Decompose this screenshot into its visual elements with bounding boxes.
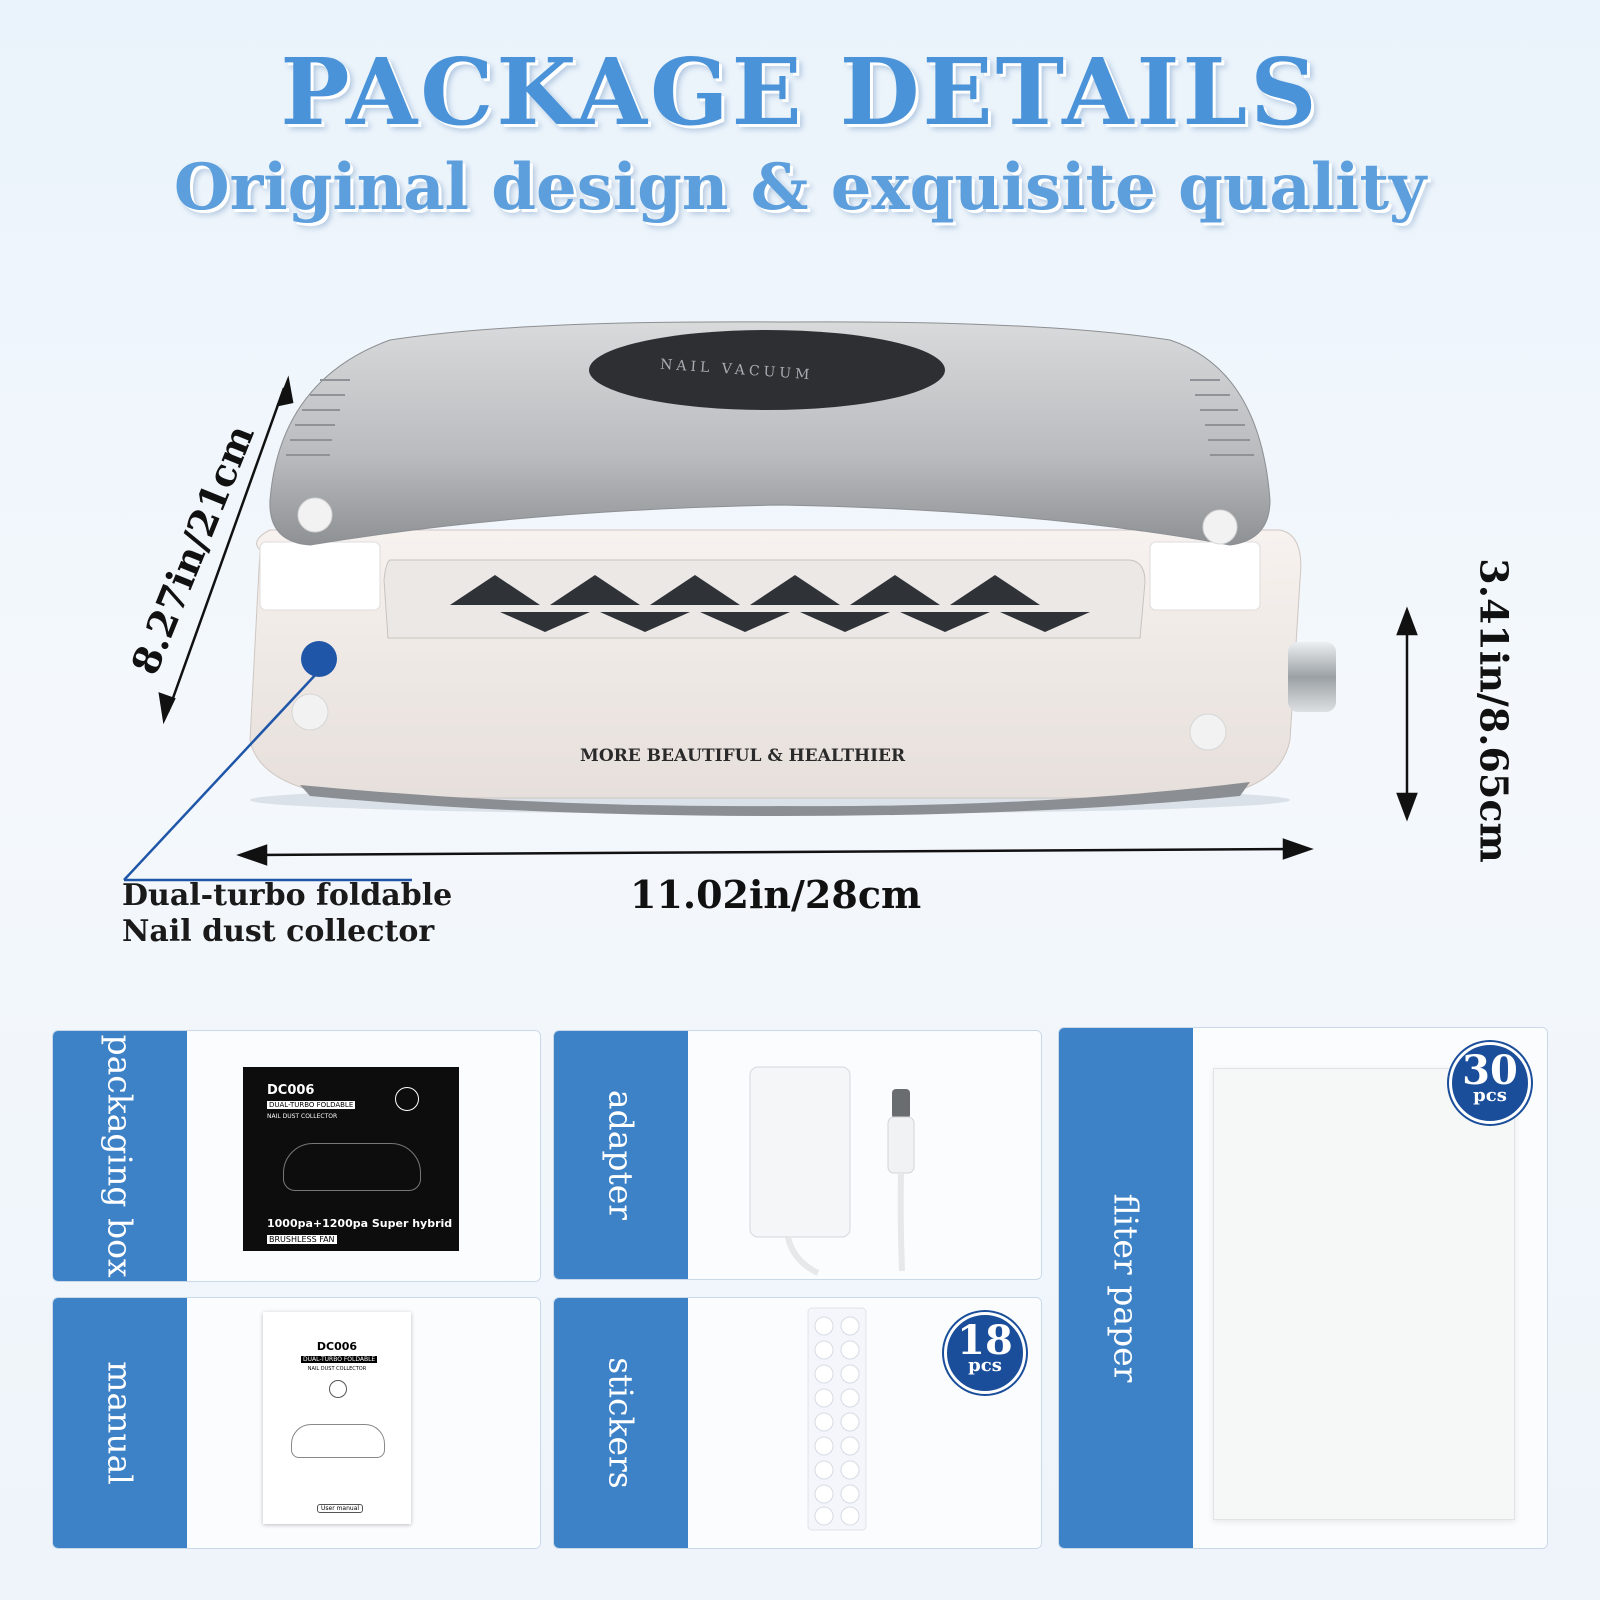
manual-image: DC006 DUAL-TURBO FOLDABLE NAIL DUST COLL… xyxy=(263,1312,411,1524)
item-label-band: adapter xyxy=(554,1031,688,1279)
callout-line-2: Nail dust collector xyxy=(122,914,435,949)
stickers-image xyxy=(807,1307,867,1531)
item-label-band: fliter paper xyxy=(1059,1028,1193,1548)
page-title: PACKAGE DETAILS xyxy=(280,38,1320,146)
item-label-band: manual xyxy=(53,1298,187,1548)
box-fan-text: BRUSHLESS FAN xyxy=(267,1235,337,1244)
device-front-slogan: MORE BEAUTIFUL & HEALTHIER xyxy=(580,746,906,766)
adapter-image xyxy=(749,1066,915,1276)
item-label: manual xyxy=(100,1361,140,1485)
item-card-adapter: adapter xyxy=(553,1030,1042,1280)
badge-count: 30 xyxy=(1462,1047,1518,1094)
item-label-band: stickers xyxy=(554,1298,688,1548)
product-callout: Dual-turbo foldable Nail dust collector xyxy=(122,878,452,950)
box-device-outline xyxy=(283,1143,421,1191)
packaging-box-photo: DC006 DUAL-TURBO FOLDABLE NAIL DUST COLL… xyxy=(187,1031,540,1281)
filter-paper-count-badge: 30 pcs xyxy=(1449,1042,1531,1124)
item-card-filter-paper: fliter paper 30 pcs xyxy=(1058,1027,1548,1549)
adapter-photo xyxy=(688,1031,1041,1279)
manual-photo: DC006 DUAL-TURBO FOLDABLE NAIL DUST COLL… xyxy=(187,1298,540,1548)
width-dimension-label: 11.02in/28cm xyxy=(630,872,922,917)
callout-line-1: Dual-turbo foldable xyxy=(122,878,453,913)
item-label: adapter xyxy=(601,1089,641,1221)
manual-line-1: DUAL-TURBO FOLDABLE xyxy=(301,1356,378,1363)
manual-footer-text: User manual xyxy=(317,1504,364,1513)
manual-line-2: NAIL DUST COLLECTOR xyxy=(307,1366,367,1372)
badge-unit: pcs xyxy=(968,1355,1002,1376)
packaging-box-image: DC006 DUAL-TURBO FOLDABLE NAIL DUST COLL… xyxy=(243,1067,459,1251)
filter-paper-photo: 30 pcs xyxy=(1193,1028,1547,1548)
item-card-packaging-box: packaging box DC006 DUAL-TURBO FOLDABLE … xyxy=(52,1030,541,1282)
box-model-text: DC006 xyxy=(267,1083,315,1098)
item-card-manual: manual DC006 DUAL-TURBO FOLDABLE NAIL DU… xyxy=(52,1297,541,1549)
item-label: packaging box xyxy=(100,1034,140,1278)
item-card-stickers: stickers 18 pcs xyxy=(553,1297,1042,1549)
stickers-count-badge: 18 pcs xyxy=(944,1312,1026,1394)
page-subtitle: Original design & exquisite quality xyxy=(173,150,1427,225)
filter-paper-image xyxy=(1213,1068,1515,1520)
manual-logo-icon xyxy=(329,1380,347,1398)
box-logo-icon xyxy=(395,1087,419,1111)
badge-count: 18 xyxy=(957,1317,1013,1364)
box-line-1: DUAL-TURBO FOLDABLE xyxy=(267,1101,356,1109)
height-dimension-label: 3.41in/8.65cm xyxy=(1471,558,1517,863)
stickers-photo: 18 pcs xyxy=(688,1298,1041,1548)
item-label: fliter paper xyxy=(1106,1193,1146,1383)
item-label: stickers xyxy=(601,1357,641,1489)
manual-model-text: DC006 xyxy=(316,1340,358,1353)
nail-vacuum-illustration xyxy=(249,321,1336,816)
item-label-band: packaging box xyxy=(53,1031,187,1281)
box-spec-text: 1000pa+1200pa Super hybrid xyxy=(267,1217,453,1230)
badge-unit: pcs xyxy=(1473,1085,1507,1106)
box-line-2: NAIL DUST COLLECTOR xyxy=(267,1113,338,1120)
manual-device-outline xyxy=(291,1424,385,1458)
